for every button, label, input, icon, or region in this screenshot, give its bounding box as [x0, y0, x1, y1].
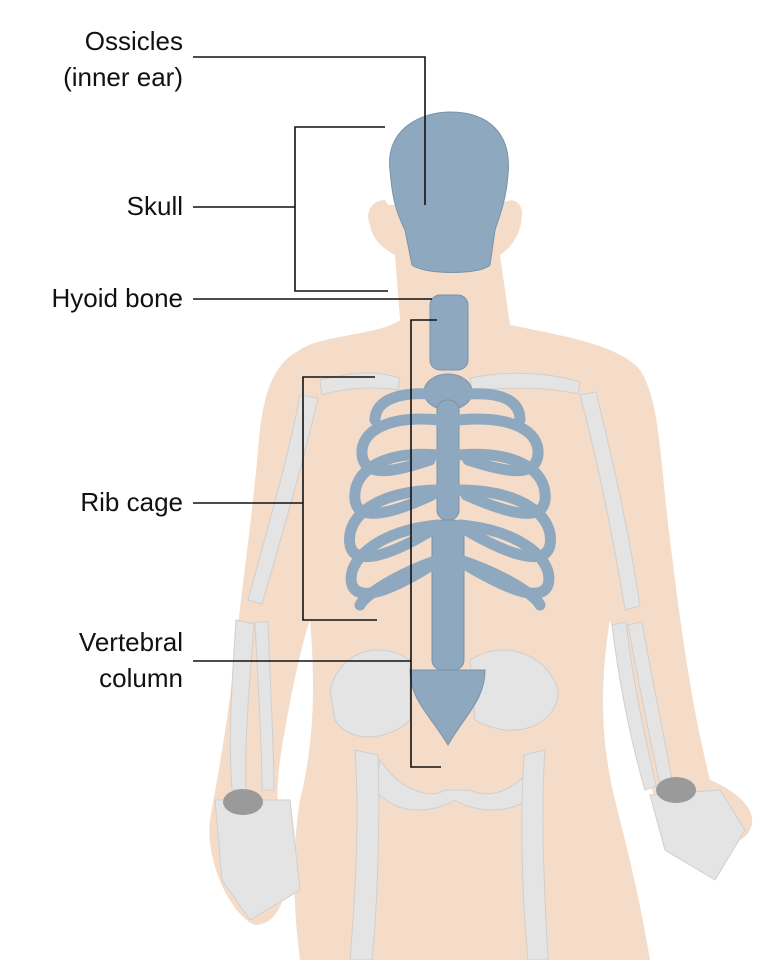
label-hyoid-bone: Hyoid bone — [51, 283, 183, 313]
label-vertebral-line1: Vertebral — [78, 627, 183, 657]
label-ossicles-line2: (inner ear) — [63, 62, 183, 92]
label-skull: Skull — [126, 191, 183, 221]
wrist-bones — [223, 777, 696, 815]
label-vertebral-column: Vertebral column — [79, 624, 183, 696]
rib-cage-bracket — [302, 376, 377, 621]
skull-bracket — [294, 126, 388, 292]
label-vertebral-line2: column — [99, 663, 183, 693]
ribs — [344, 388, 556, 611]
leader-lines — [193, 56, 441, 768]
cervical-spine — [429, 294, 469, 371]
label-ossicles-line1: Ossicles — [84, 26, 183, 56]
axial-skeleton — [389, 111, 509, 746]
vertebral-bracket — [410, 319, 441, 768]
skull-shape — [389, 111, 509, 273]
label-rib-cage: Rib cage — [80, 487, 183, 517]
ossicles-leader — [193, 56, 426, 205]
label-ossicles: Ossicles (inner ear) — [63, 23, 183, 95]
sacrum — [409, 669, 486, 746]
lumbar-spine — [431, 519, 465, 671]
arm-bones — [214, 372, 746, 960]
